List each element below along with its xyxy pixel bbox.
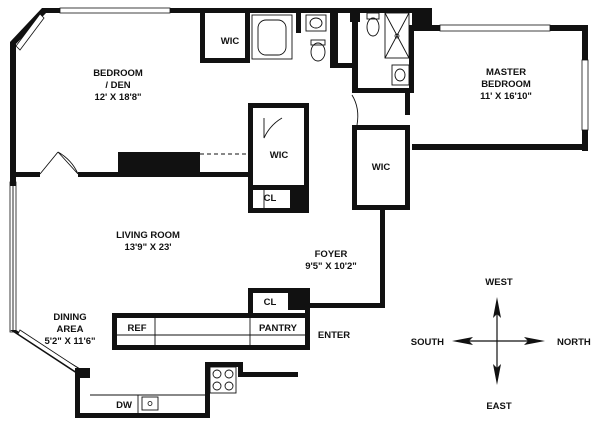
living-room-dims: 13'9" X 23' bbox=[124, 242, 171, 253]
foyer-dims: 9'5" X 10'2" bbox=[305, 261, 357, 272]
wic-top-label: WIC bbox=[221, 36, 240, 47]
cl-lower-label: CL bbox=[264, 297, 277, 308]
door-swings bbox=[39, 94, 359, 208]
wic-right-label: WIC bbox=[372, 162, 391, 173]
compass-north-label: NORTH bbox=[557, 337, 591, 348]
dining-area-dims: 5'2" X 11'6" bbox=[44, 336, 95, 347]
room-labels: BEDROOM / DEN 12' X 18'8" MASTER BEDROOM… bbox=[44, 36, 531, 411]
compass-arrow-up-icon bbox=[493, 297, 501, 318]
cl-upper-label: CL bbox=[264, 193, 277, 204]
master-bedroom-label-line1: MASTER bbox=[486, 67, 526, 78]
dining-area-label-line2: AREA bbox=[57, 324, 84, 335]
compass: WEST EAST SOUTH NORTH bbox=[411, 277, 591, 412]
compass-south-label: SOUTH bbox=[411, 337, 444, 348]
kitchen-counters bbox=[90, 318, 305, 413]
master-bedroom-label-line2: BEDROOM bbox=[481, 79, 531, 90]
bedroom-den-label-line2: / DEN bbox=[105, 80, 130, 91]
enter-label: ENTER bbox=[318, 330, 350, 341]
compass-arrow-left-icon bbox=[452, 337, 473, 345]
bathroom-fixtures bbox=[251, 12, 410, 86]
bedroom-den-label-line1: BEDROOM bbox=[93, 68, 143, 79]
windows bbox=[12, 7, 589, 373]
compass-east-label: EAST bbox=[486, 401, 512, 412]
wic-middle-label: WIC bbox=[270, 150, 289, 161]
dining-area-label-line1: DINING bbox=[53, 312, 86, 323]
ref-label: REF bbox=[128, 323, 147, 334]
compass-arrow-down-icon bbox=[493, 364, 501, 385]
master-bedroom-dims: 11' X 16'10" bbox=[480, 91, 532, 102]
living-room-label: LIVING ROOM bbox=[116, 230, 180, 241]
compass-west-label: WEST bbox=[485, 277, 513, 288]
bedroom-den-dims: 12' X 18'8" bbox=[94, 92, 141, 103]
pantry-label: PANTRY bbox=[259, 323, 298, 334]
foyer-label: FOYER bbox=[315, 249, 348, 260]
stove bbox=[209, 366, 237, 394]
compass-arrow-right-icon bbox=[524, 337, 545, 345]
dw-label: DW bbox=[116, 400, 132, 411]
interior-walls bbox=[16, 8, 414, 418]
